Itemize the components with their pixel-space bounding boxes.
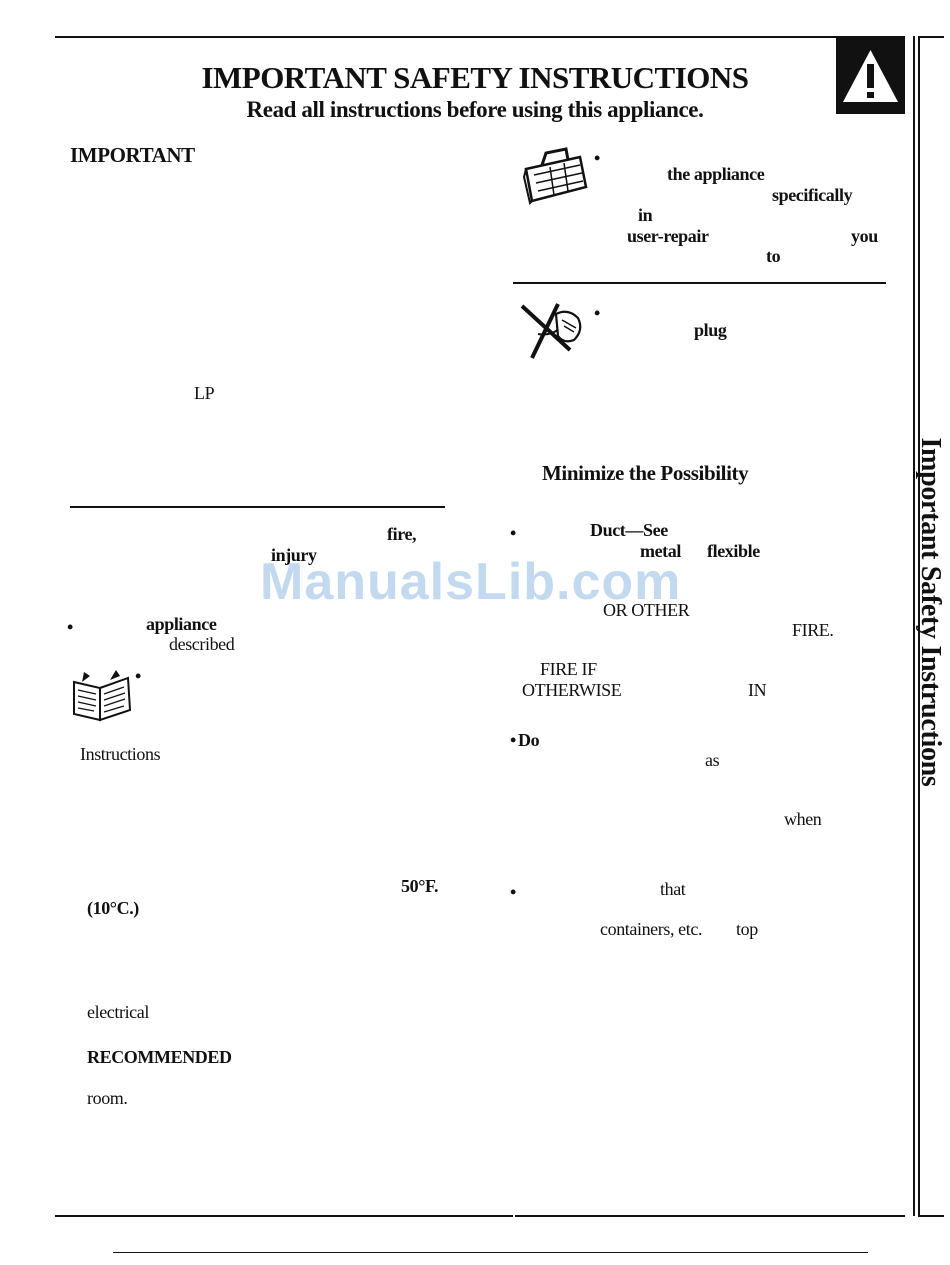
left-electrical: electrical	[87, 1002, 149, 1022]
footer-rule	[113, 1252, 868, 1253]
top-rule	[55, 36, 905, 38]
right-bullet-4: •	[510, 730, 516, 750]
right-bullet-1: •	[594, 148, 600, 168]
right-or-other: OR OTHER	[603, 600, 690, 620]
right-you: you	[851, 226, 878, 246]
right-user-repair: user-repair	[627, 226, 709, 246]
left-appliance: appliance	[146, 614, 217, 634]
right-the-appliance: the appliance	[667, 164, 765, 184]
right-section-divider	[513, 282, 886, 284]
right-plug: plug	[694, 320, 727, 340]
left-section-divider	[70, 506, 445, 508]
right-bullet-5: •	[510, 882, 516, 902]
left-lp: LP	[194, 383, 215, 403]
manual-icon-wrap	[70, 668, 134, 729]
open-book-icon	[73, 670, 132, 722]
right-containers: containers, etc.	[600, 919, 703, 939]
right-as: as	[705, 750, 720, 770]
right-to: to	[766, 246, 781, 266]
right-heading-minimize: Minimize the Possibility	[542, 461, 749, 485]
right-bullet-2: •	[594, 303, 600, 323]
right-frame-top-rule	[918, 36, 944, 38]
left-heading-important: IMPORTANT	[70, 143, 195, 167]
right-frame-line-a	[913, 36, 915, 1216]
toolbox-icon-wrap	[520, 145, 590, 212]
right-in-caps: IN	[748, 680, 767, 700]
right-flexible: flexible	[707, 541, 760, 561]
left-bullet-2: •	[135, 666, 141, 686]
left-bullet-1: •	[67, 617, 73, 637]
right-top: top	[736, 919, 758, 939]
left-instructions: Instructions	[80, 744, 161, 764]
left-injury: injury	[271, 545, 317, 565]
bottom-rule-left	[55, 1215, 513, 1217]
right-fire-if: FIRE IF	[540, 659, 597, 679]
right-do: Do	[518, 730, 540, 750]
right-frame-bottom-rule	[918, 1215, 944, 1217]
right-metal: metal	[640, 541, 681, 561]
bottom-rule-right	[515, 1215, 905, 1217]
page-subtitle: Read all instructions before using this …	[246, 97, 704, 122]
left-temp-f: 50°F.	[401, 876, 439, 896]
right-duct-see: Duct—See	[590, 520, 668, 540]
right-when: when	[784, 809, 822, 829]
no-pull-cord-icon	[520, 303, 582, 359]
watermark: ManualsLib.com	[260, 553, 682, 611]
left-described: described	[169, 634, 235, 654]
right-that: that	[660, 879, 686, 899]
no-unplug-icon-wrap	[518, 300, 590, 367]
right-frame-line-b	[918, 36, 920, 1216]
left-recommended: RECOMMENDED	[87, 1047, 232, 1067]
warning-symbol	[836, 38, 905, 114]
toolbox-icon	[522, 147, 588, 205]
right-specifically: specifically	[772, 185, 853, 205]
page-title: IMPORTANT SAFETY INSTRUCTIONS	[201, 60, 749, 95]
left-room: room.	[87, 1088, 128, 1108]
left-temp-c: (10°C.)	[87, 898, 139, 918]
right-otherwise: OTHERWISE	[522, 680, 622, 700]
warning-triangle-icon	[843, 50, 898, 102]
right-in: in	[638, 205, 653, 225]
side-label-text: Important Safety Instructions	[915, 437, 946, 787]
right-bullet-3: •	[510, 523, 516, 543]
left-fire: fire,	[387, 524, 417, 544]
right-fire-dot: FIRE.	[792, 620, 834, 640]
